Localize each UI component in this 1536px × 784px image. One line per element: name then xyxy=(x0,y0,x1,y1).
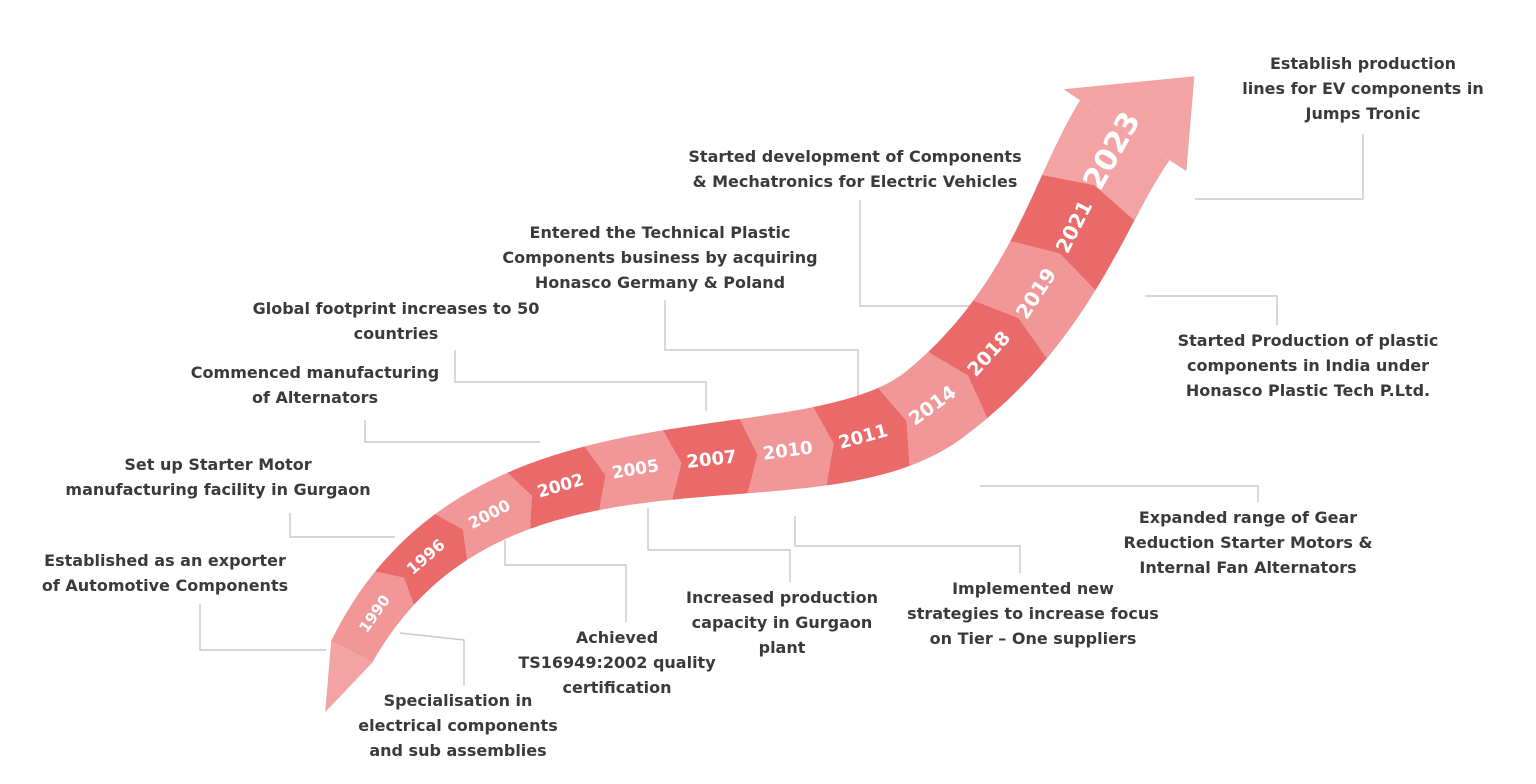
year-segment-2023 xyxy=(1042,100,1170,221)
milestone-text-2011: Implemented new strategies to increase f… xyxy=(907,579,1159,648)
connector-2002 xyxy=(504,540,627,622)
connector-2005 xyxy=(364,420,540,443)
milestone-text-2014: Entered the Technical Plastic Components… xyxy=(502,223,818,292)
year-segment-2021 xyxy=(1010,174,1135,291)
milestone-text-2000: Set up Starter Motor manufacturing facil… xyxy=(65,455,371,499)
milestone-text-2002: Achieved TS16949:2002 quality certificat… xyxy=(518,628,716,697)
milestone-text-1990: Established as an exporter of Automotive… xyxy=(41,551,289,595)
milestone-text-2023: Establish production lines for EV compon… xyxy=(1242,54,1484,123)
connector-lines xyxy=(199,134,1364,686)
milestone-text-2021: Started Production of plastic components… xyxy=(1177,331,1439,400)
milestone-text-2005: Commenced manufacturing of Alternators xyxy=(190,363,440,407)
connector-2011 xyxy=(794,516,1021,573)
milestone-text-2018: Expanded range of Gear Reduction Starter… xyxy=(1123,508,1373,577)
year-segment-2010 xyxy=(739,407,834,494)
year-segment-2014 xyxy=(878,352,988,466)
milestone-text-2010: Global footprint increases to 50 countri… xyxy=(252,299,540,343)
connector-2023 xyxy=(1195,134,1364,200)
year-segment-1996 xyxy=(375,514,468,605)
arrow-head xyxy=(1063,76,1195,172)
connector-2019 xyxy=(859,200,986,322)
year-segments xyxy=(331,100,1170,663)
year-segment-1990 xyxy=(331,571,414,663)
year-segment-2007 xyxy=(662,419,758,500)
milestone-text-2007: Increased production capacity in Gurgaon… xyxy=(686,588,878,657)
year-segment-2000 xyxy=(435,472,532,560)
milestone-text-1996: Specialisation in electrical components … xyxy=(358,691,558,760)
year-segment-2011 xyxy=(813,387,910,486)
arrow-tail xyxy=(325,640,373,713)
timeline-arrow xyxy=(325,76,1195,713)
year-segment-2002 xyxy=(507,446,606,529)
connector-2014 xyxy=(664,300,859,403)
connector-2018 xyxy=(980,485,1259,502)
year-segment-2018 xyxy=(928,300,1047,419)
connector-2010 xyxy=(454,350,707,411)
milestone-text-2019: Started development of Components & Mech… xyxy=(688,147,1022,191)
year-segment-2005 xyxy=(584,430,682,511)
year-segment-2019 xyxy=(973,241,1096,359)
connector-2021 xyxy=(1145,295,1278,325)
connector-1996 xyxy=(399,632,465,686)
connector-2000 xyxy=(289,513,395,538)
connector-2007 xyxy=(647,508,791,582)
connector-1990 xyxy=(199,604,326,651)
